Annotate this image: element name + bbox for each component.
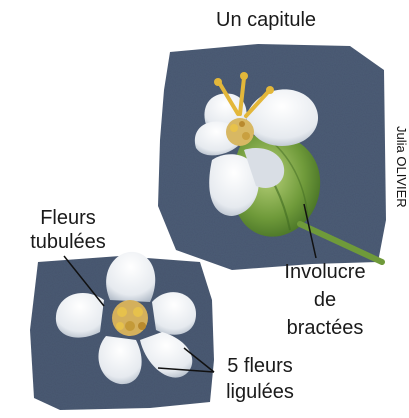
fleurs-tubulees-line-2: tubulées xyxy=(26,230,110,254)
fleurs-tubulees-line-1: Fleurs xyxy=(26,206,110,230)
fleurs-ligulees-line-1: 5 fleurs xyxy=(216,354,304,378)
involucre-line-1: Involucre xyxy=(272,260,378,284)
involucre-line-3: bractées xyxy=(272,316,378,340)
artist-credit: Julia OLIVIER xyxy=(394,126,408,208)
involucre-line-2: de xyxy=(272,288,378,312)
involucre-label: Involucre de bractées xyxy=(272,260,378,340)
fleurs-ligulees-line-2: ligulées xyxy=(216,380,304,404)
title-label: Un capitule xyxy=(216,8,316,32)
fleurs-ligulees-label: 5 fleurs ligulées xyxy=(216,354,304,404)
fleurs-tubulees-label: Fleurs tubulées xyxy=(26,206,110,254)
